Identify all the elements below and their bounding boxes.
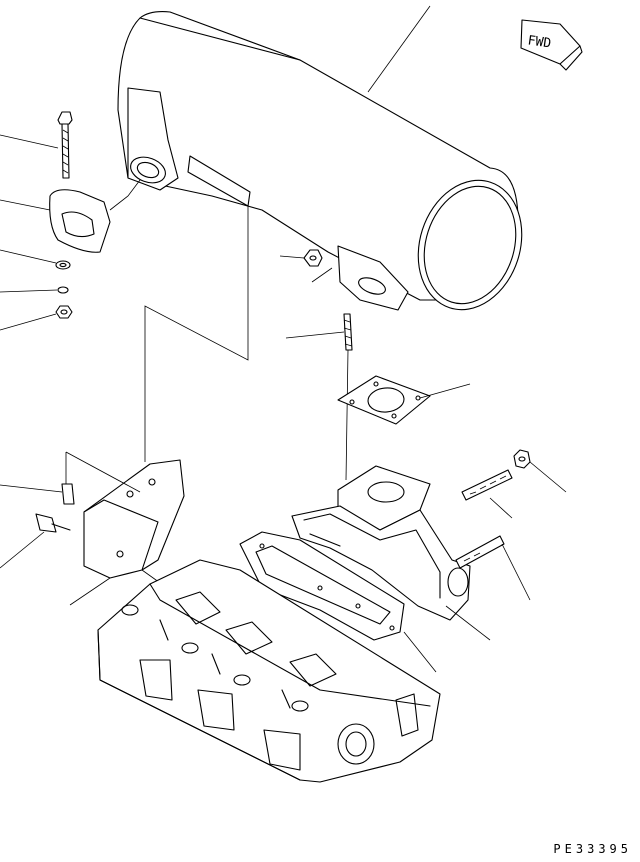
fwd-label: FWD [527, 33, 553, 51]
exhaust-manifold [291, 465, 491, 641]
muffler-mount-hardware [0, 111, 141, 331]
alignment-guide [144, 206, 249, 462]
fwd-direction-marker: FWD [520, 19, 583, 71]
muffler [117, 5, 523, 311]
flange-nut [279, 249, 333, 283]
support-bracket [65, 451, 185, 606]
manifold-bolts [455, 449, 567, 601]
drawing-code: PE33395 [553, 842, 632, 856]
stud-bolt [285, 313, 353, 481]
sensor-fittings [0, 452, 75, 569]
muffler-gasket [337, 375, 471, 425]
cylinder-head [97, 559, 441, 783]
